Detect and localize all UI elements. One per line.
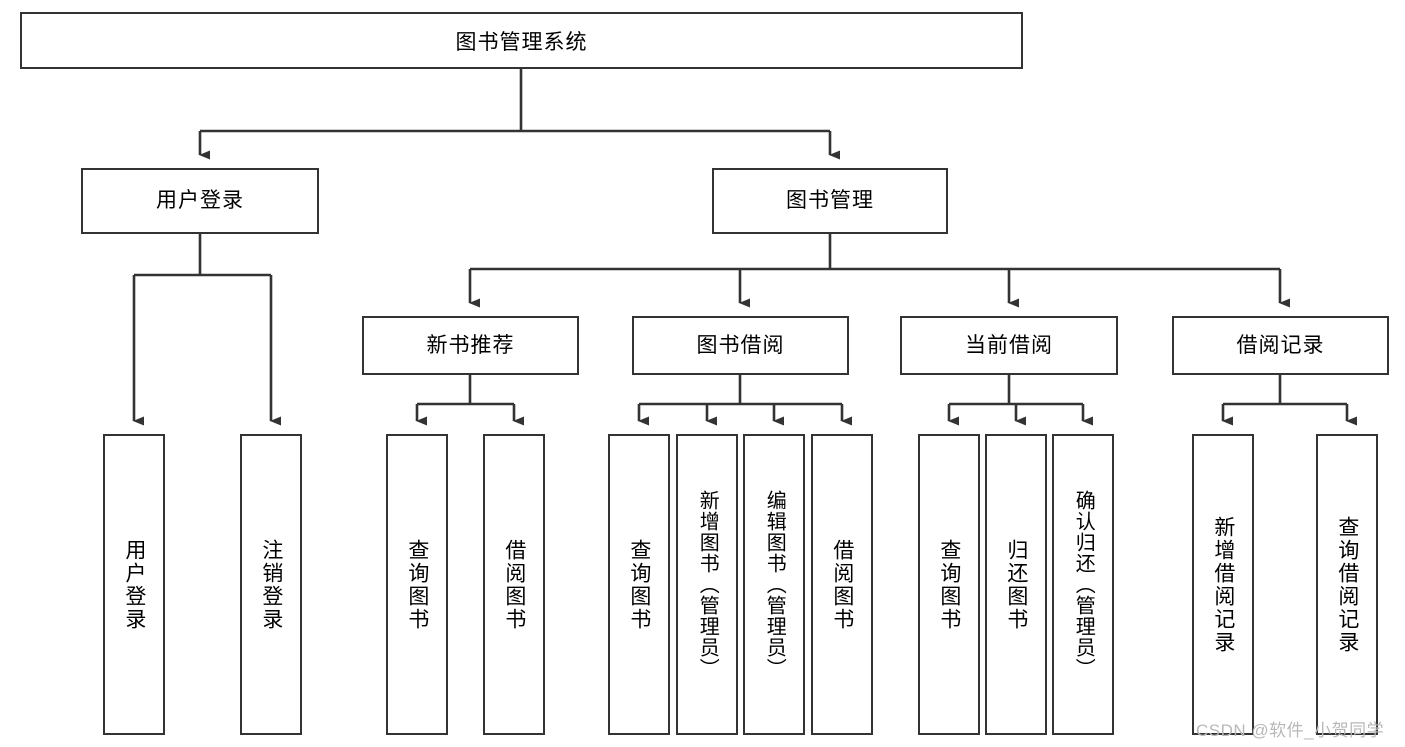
node-leaf-borrow-book[interactable]: 借阅图书 bbox=[811, 434, 873, 735]
node-leaf-query-book-current[interactable]: 查询图书 bbox=[918, 434, 980, 735]
node-leaf-query-borrow-record[interactable]: 查询借阅记录 bbox=[1316, 434, 1378, 735]
csdn-watermark: CSDN @软件_小贺同学 bbox=[1196, 721, 1385, 740]
node-level2-user-login[interactable]: 用户登录 bbox=[81, 168, 319, 234]
node-leaf-edit-book-admin[interactable]: 编辑图书（管理员） bbox=[743, 434, 805, 735]
node-leaf-logout[interactable]: 注销登录 bbox=[240, 434, 302, 735]
node-leaf-add-borrow-record[interactable]: 新增借阅记录 bbox=[1192, 434, 1254, 735]
node-level2-book-management[interactable]: 图书管理 bbox=[712, 168, 948, 234]
node-leaf-confirm-return-admin[interactable]: 确认归还（管理员） bbox=[1052, 434, 1114, 735]
node-level3-borrow-record[interactable]: 借阅记录 bbox=[1172, 316, 1389, 375]
node-leaf-borrow-book-newbook[interactable]: 借阅图书 bbox=[483, 434, 545, 735]
node-leaf-add-book-admin[interactable]: 新增图书（管理员） bbox=[676, 434, 738, 735]
node-level3-new-book-recommend[interactable]: 新书推荐 bbox=[362, 316, 579, 375]
node-leaf-query-book-borrow[interactable]: 查询图书 bbox=[608, 434, 670, 735]
node-root-system[interactable]: 图书管理系统 bbox=[20, 12, 1023, 69]
node-level3-book-borrow[interactable]: 图书借阅 bbox=[632, 316, 849, 375]
node-leaf-return-book[interactable]: 归还图书 bbox=[985, 434, 1047, 735]
node-leaf-query-book-newbook[interactable]: 查询图书 bbox=[386, 434, 448, 735]
node-leaf-user-login[interactable]: 用户登录 bbox=[103, 434, 165, 735]
node-level3-current-borrow[interactable]: 当前借阅 bbox=[900, 316, 1118, 375]
